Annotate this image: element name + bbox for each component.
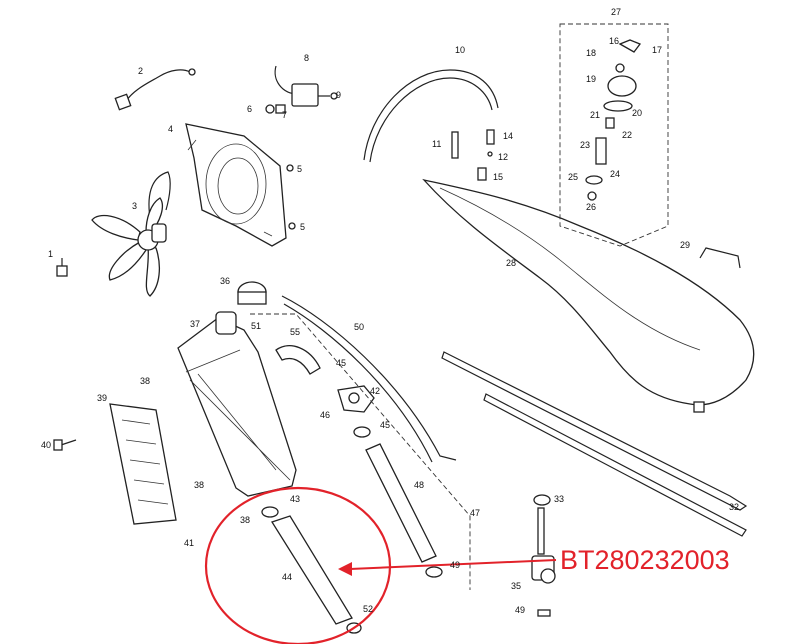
callout-19: 19 <box>586 74 596 84</box>
screw-1 <box>56 258 68 277</box>
callout-38c: 38 <box>240 515 250 525</box>
callout-55: 55 <box>290 327 300 337</box>
hoses-50 <box>281 295 457 463</box>
callout-41: 41 <box>184 538 194 548</box>
callout-17: 17 <box>652 45 662 55</box>
callout-6: 6 <box>247 104 252 114</box>
callout-4: 4 <box>168 124 173 134</box>
dashed-group-47 <box>250 313 471 590</box>
cap-36 <box>237 281 267 305</box>
callout-37: 37 <box>190 319 200 329</box>
callout-25: 25 <box>568 172 578 182</box>
callout-16: 16 <box>609 36 619 46</box>
callout-32: 32 <box>729 502 739 512</box>
callout-labels: 1 2 3 4 5 5 6 7 8 9 10 11 12 14 15 16 17… <box>41 7 739 615</box>
callout-47: 47 <box>470 508 480 518</box>
valve-42-46 <box>337 385 375 438</box>
callout-12: 12 <box>498 152 508 162</box>
callout-29: 29 <box>680 240 690 250</box>
callout-48: 48 <box>414 480 424 490</box>
callout-52: 52 <box>363 604 373 614</box>
callout-3: 3 <box>132 201 137 211</box>
clamp-49 <box>425 566 443 578</box>
fittings-11-15 <box>451 129 495 181</box>
relay-8 <box>274 65 338 107</box>
callout-10: 10 <box>455 45 465 55</box>
callout-42: 42 <box>370 386 380 396</box>
callout-51: 51 <box>251 321 261 331</box>
callout-49a: 49 <box>450 560 460 570</box>
radiator-37 <box>177 311 297 497</box>
fuel-cap-group-27 <box>559 23 669 247</box>
vent-hose-10 <box>363 69 499 163</box>
fan-hose-3 <box>148 171 171 219</box>
callout-40: 40 <box>41 440 51 450</box>
callout-5a: 5 <box>297 164 302 174</box>
callout-38b: 38 <box>194 480 204 490</box>
callout-43: 43 <box>290 494 300 504</box>
part-code-label: BT280232003 <box>560 545 730 575</box>
rail-32 <box>441 351 748 537</box>
callout-45b: 45 <box>380 420 390 430</box>
bolt-40 <box>53 439 77 451</box>
callout-9: 9 <box>336 90 341 100</box>
annotation-arrowhead <box>338 562 352 576</box>
cable-connector-2 <box>114 68 196 111</box>
hose-55 <box>275 345 321 375</box>
callout-23: 23 <box>580 140 590 150</box>
highlight-circle <box>204 486 392 644</box>
callout-1: 1 <box>48 249 53 259</box>
bolt-6-7 <box>265 104 286 114</box>
screws-5 <box>286 164 296 230</box>
callout-24: 24 <box>610 169 620 179</box>
callout-28: 28 <box>506 258 516 268</box>
callout-33: 33 <box>554 494 564 504</box>
callout-50: 50 <box>354 322 364 332</box>
callout-21: 21 <box>590 110 600 120</box>
callout-7: 7 <box>282 110 287 120</box>
fuel-tank-28 <box>422 178 755 413</box>
callout-44: 44 <box>282 572 292 582</box>
handle-29 <box>699 247 741 269</box>
callout-39: 39 <box>97 393 107 403</box>
callout-35: 35 <box>511 581 521 591</box>
callout-26: 26 <box>586 202 596 212</box>
fan-blade-3 <box>91 197 167 297</box>
hose-48 <box>365 443 437 563</box>
callout-49b: 49 <box>515 605 525 615</box>
callout-20: 20 <box>632 108 642 118</box>
callout-5b: 5 <box>300 222 305 232</box>
callout-46: 46 <box>320 410 330 420</box>
callout-27: 27 <box>611 7 621 17</box>
callout-2: 2 <box>138 66 143 76</box>
callout-18: 18 <box>586 48 596 58</box>
callout-36: 36 <box>220 276 230 286</box>
callout-22: 22 <box>622 130 632 140</box>
callout-14: 14 <box>503 131 513 141</box>
callout-45a: 45 <box>336 358 346 368</box>
side-panel-39 <box>109 403 177 525</box>
callout-38a: 38 <box>140 376 150 386</box>
fuel-tap-35 <box>531 494 556 617</box>
callout-8: 8 <box>304 53 309 63</box>
callout-15: 15 <box>493 172 503 182</box>
fan-shroud-4 <box>185 123 287 247</box>
annotation-arrow-line <box>349 559 557 570</box>
callout-11: 11 <box>432 139 441 149</box>
